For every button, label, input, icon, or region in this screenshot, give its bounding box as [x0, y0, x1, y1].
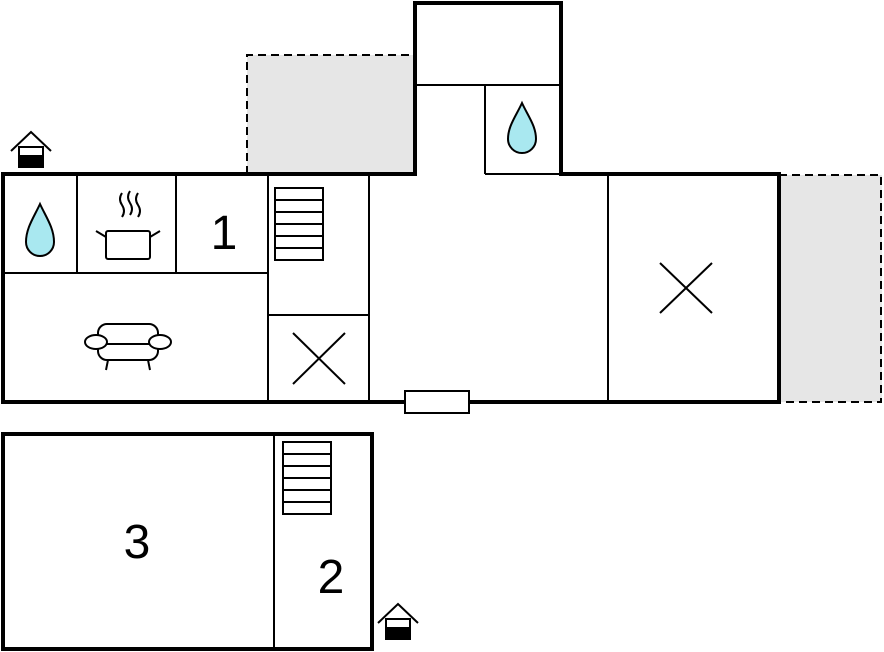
sofa-icon [84, 323, 172, 371]
interior-walls [3, 84, 609, 402]
house-entrance-icon [10, 130, 52, 168]
room-label-1: 1 [211, 207, 238, 260]
terrace-north [246, 54, 415, 174]
room-label-2: 2 [318, 551, 345, 604]
room-label-3: 3 [124, 516, 151, 569]
terrace-east [779, 174, 882, 403]
house-entrance-icon [377, 602, 419, 640]
cross-icon [659, 262, 713, 314]
cooking-pot-icon [95, 190, 161, 260]
water-drop-icon [24, 201, 56, 257]
door [404, 390, 470, 414]
water-drop-icon [506, 100, 538, 154]
stairs-icon [282, 441, 332, 515]
stairs-icon [274, 187, 324, 261]
cross-icon [292, 332, 346, 385]
